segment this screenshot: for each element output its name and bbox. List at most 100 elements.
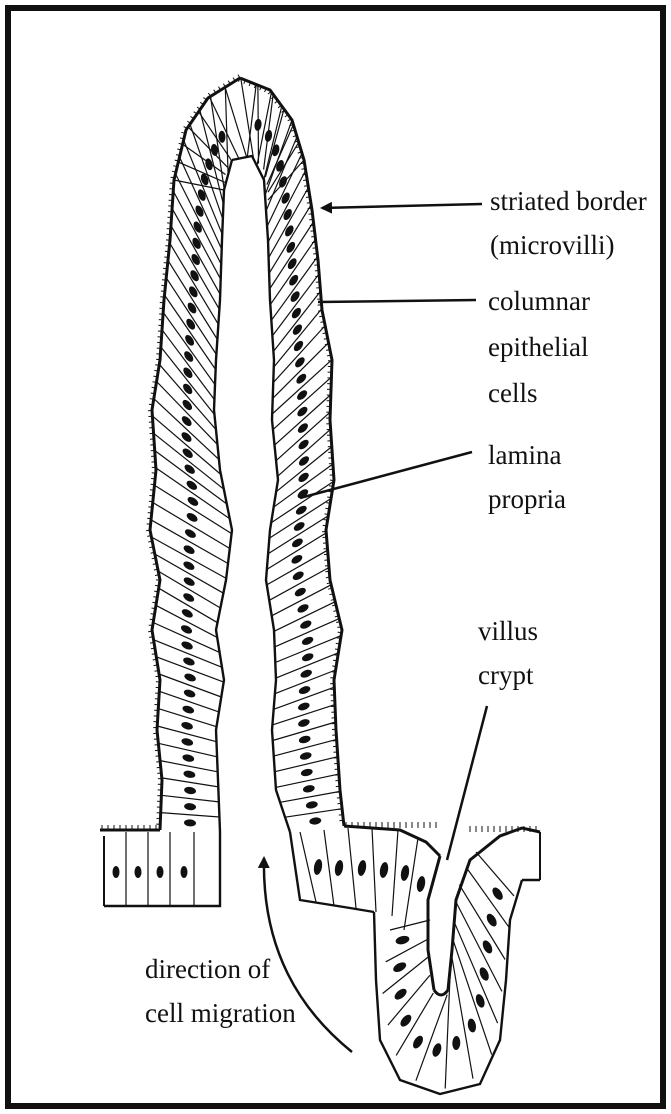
villus-left-microvillus [151,614,155,615]
crypt-nucleus [398,1013,413,1029]
villus-left-microvillus [149,404,153,405]
villus-right-nucleus [292,339,305,353]
villus-left-cell-boundary [158,571,220,608]
base-right-cell-boundary [404,838,418,930]
villus-right-microvillus [307,203,311,204]
villus-right-microvillus [336,792,340,793]
villus-right-microvillus [327,355,331,356]
villus-right-nucleus [298,734,311,744]
villus-right-nucleus [289,290,302,304]
villus-left-microvillus [155,585,159,586]
villus-left-nucleus [181,447,195,460]
base-right-nucleus [313,858,324,875]
villus-left-nucleus [182,753,195,763]
villus-right-nucleus [301,652,315,663]
base-right-cell-boundary [324,830,334,906]
villus-right-microvillus [339,820,343,821]
villus-left-nucleus [180,721,194,731]
villus-right-microvillus [329,486,333,487]
villus-left-nucleus [180,607,194,619]
villus-right-microvillus [308,208,312,209]
villus-left-nucleus [190,253,202,267]
villus-right-nucleus [291,570,305,582]
villus-right-nucleus [291,323,304,337]
villus-right-nucleus [293,586,307,598]
crypt-nucleus [395,935,411,946]
villus-right-nucleus [290,553,304,565]
villus-left-microvillus [155,365,159,366]
villus-right-nucleus [298,685,312,696]
base-right-nucleus [357,859,368,876]
villus-right-cell-boundary [267,533,326,570]
villus-left-cell-boundary [151,520,228,564]
base-right-nucleus [379,861,390,878]
villus-left-microvillus [156,580,160,581]
villus-right-microvillus [324,520,328,521]
base-left-nucleus [113,866,120,878]
villus-right-nucleus [297,701,311,712]
villus-right-microvillus [313,254,317,255]
villus-right-microvillus [331,672,335,673]
crypt-nucleus [393,987,409,1002]
crypt-cell-boundary [383,957,429,994]
villus-right-microvillus [338,632,342,633]
base-right-cell-boundary [300,832,316,902]
villus-left-microvillus [150,619,154,620]
villus-left-nucleus [194,204,205,218]
villus-right-microvillus [325,514,329,515]
base-left-nucleus [135,866,142,878]
villus-right-cell-boundary [273,291,320,351]
villus-right-cell-boundary [285,809,342,818]
villus-crypt-pointer [447,706,487,860]
villus-left-nucleus [183,672,197,683]
villus-right-microvillus [302,174,306,175]
villus-left-microvillus [154,591,158,592]
villus-right-microvillus [313,248,317,249]
crypt-nucleus [452,1036,460,1050]
villus-right-cell-boundary [273,377,331,430]
villus-left-nucleus [180,623,194,635]
villus-left-nucleus [182,544,196,556]
crypt-nucleus [490,886,505,902]
villus-left-nucleus [184,802,197,810]
villus-right-nucleus [300,768,313,778]
villus-left-cell-boundary [173,191,220,279]
villus-left-microvillus [153,382,157,383]
villus-right-nucleus [287,273,300,287]
villus-left-nucleus [181,366,194,380]
villus-left-cell-boundary [161,813,220,817]
villus-left-nucleus [182,560,196,572]
villus-right-microvillus [332,666,336,667]
villus-left-nucleus [183,528,197,540]
villus-right-basal-membrane [232,156,290,832]
cell-migration-label: direction of cell migration [145,954,296,1028]
crypt-nucleus [392,960,408,974]
villus-left-nucleus [181,737,194,747]
villus-right-nucleus [286,257,298,271]
villus-left-microvillus [148,631,152,632]
villus-right-microvillus [305,191,309,192]
villus-left-cell-boundary [151,537,226,578]
villus-left-nucleus [181,704,195,715]
villus-right-microvillus [339,815,343,816]
villus-left-nucleus [218,131,225,143]
villus-left-microvillus [152,602,156,603]
villus-left-microvillus [155,671,159,672]
crypt-cell-boundary [452,958,473,1078]
villus-right-nucleus [299,751,312,761]
base-right-cell-boundary [372,828,376,912]
villus-left-nucleus [183,463,197,476]
villus-left-microvillus [153,597,157,598]
villus-right-microvillus [337,638,341,639]
villus-right-microvillus [333,660,337,661]
striated-border-label: striated border (microvilli) [490,186,653,260]
villus-left-nucleus [184,786,197,795]
villus-left-nucleus [182,350,195,364]
villus-right-microvillus [327,497,331,498]
villus-left-microvillus [151,393,155,394]
villus-right-microvillus [335,649,339,650]
crypt-nucleus [478,966,491,982]
villus-left-cell-boundary [155,554,224,593]
villus-left-microvillus [152,654,156,655]
crypt-nucleus [467,1018,477,1033]
